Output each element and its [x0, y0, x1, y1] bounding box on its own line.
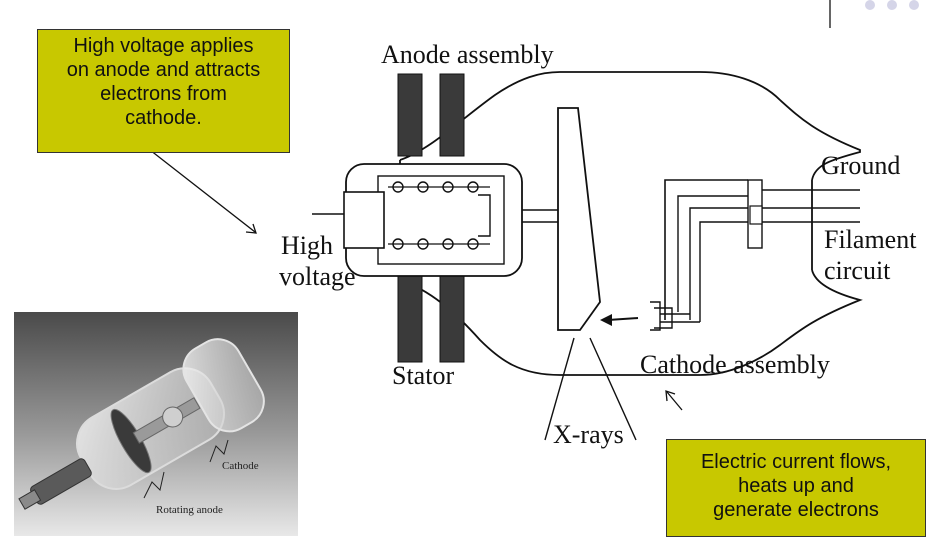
cathode-lead-1	[689, 207, 860, 320]
cathode-support-outer	[664, 179, 748, 320]
feedthrough-connector	[749, 205, 763, 225]
corner-dot	[909, 0, 919, 10]
high-voltage-callout: High voltage applies on anode and attrac…	[37, 29, 290, 153]
electron-beam-arrow	[607, 317, 639, 321]
callout-line: heats up and	[738, 475, 854, 497]
cathode-pointer	[666, 391, 683, 411]
stator-label: Stator	[392, 361, 455, 390]
filament-label: Filament	[824, 225, 917, 254]
xray-beam-right	[589, 337, 637, 441]
glass-envelope	[399, 71, 863, 376]
cathode-lead-2	[699, 221, 860, 322]
xray-beam-left	[544, 337, 575, 441]
cathode-assembly-label: Cathode assembly	[640, 350, 830, 379]
ground-label: Ground	[821, 151, 901, 180]
x-rays-label: X-rays	[553, 420, 624, 449]
rotor-shaft-block	[343, 191, 385, 249]
high-label: High	[281, 231, 333, 260]
rotor-inner-bracket	[478, 194, 491, 237]
xray-tube-photo: Cathode Rotating anode	[14, 312, 298, 536]
cathode-support-inner	[677, 195, 748, 312]
stator-block-lower-left	[397, 269, 423, 363]
anode-assembly-label: Anode assembly	[381, 40, 554, 69]
callout-line: generate electrons	[713, 499, 879, 521]
stator-block-lower-right	[439, 269, 465, 363]
electric-current-callout: Electric current flows, heats up and gen…	[666, 439, 926, 537]
circuit-label: circuit	[824, 256, 891, 285]
voltage-label: voltage	[279, 262, 356, 291]
stator-block-upper-right	[439, 73, 465, 157]
stator-block-upper-left	[397, 73, 423, 157]
high-voltage-pointer-head	[245, 223, 257, 234]
callout-line: Electric current flows,	[700, 451, 892, 473]
callout-line: electrons from	[100, 83, 227, 105]
filament-cup	[650, 301, 700, 331]
callout-line: High voltage applies	[73, 35, 254, 57]
photo-cathode-label: Cathode	[222, 460, 259, 472]
callout-line: cathode.	[125, 107, 202, 129]
photo-rotating-anode-label: Rotating anode	[156, 504, 223, 516]
corner-dot	[865, 0, 875, 10]
corner-dot	[887, 0, 897, 10]
callout-line: on anode and attracts	[66, 59, 261, 81]
rotating-anode-disc	[557, 107, 601, 331]
cathode-pointer-head	[665, 390, 676, 402]
electron-beam-arrowhead	[600, 314, 612, 326]
high-voltage-pointer	[149, 149, 256, 233]
